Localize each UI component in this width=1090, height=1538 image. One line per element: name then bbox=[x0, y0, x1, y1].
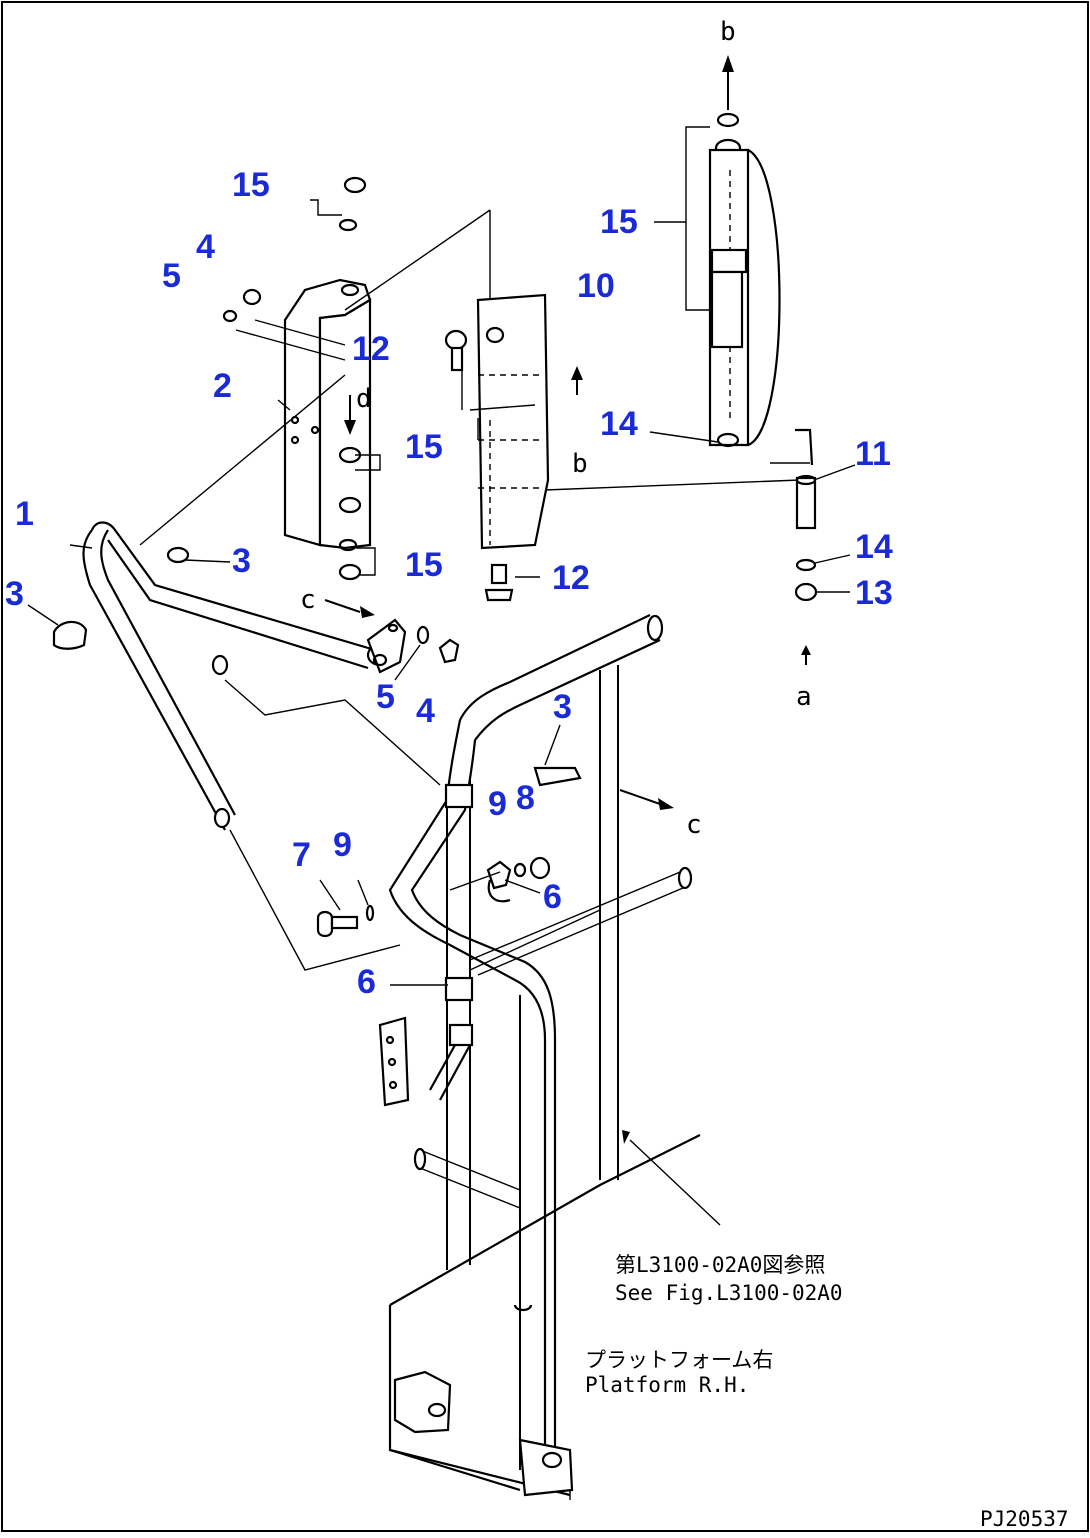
drawing-code: PJ20537 bbox=[980, 1507, 1069, 1531]
callout-3-left: 3 bbox=[5, 575, 24, 613]
ref-c-left: c bbox=[300, 585, 316, 615]
callout-11: 11 bbox=[855, 435, 891, 473]
callout-15-right: 15 bbox=[600, 203, 638, 241]
mirror-assembly bbox=[649, 55, 781, 448]
callout-numbers: 15 4 5 2 12 15 15 1 3 3 5 4 10 15 14 11 … bbox=[5, 166, 893, 1001]
ref-c-right: c bbox=[686, 810, 702, 840]
callout-1: 1 bbox=[15, 495, 34, 533]
callout-12-top: 12 bbox=[352, 330, 390, 368]
callout-6-upper: 6 bbox=[543, 878, 562, 916]
ref-b-top: b bbox=[720, 17, 736, 47]
callout-5-lower: 5 bbox=[376, 678, 395, 716]
callout-10: 10 bbox=[577, 267, 615, 305]
handrail-1 bbox=[27, 521, 460, 971]
fig-ref-en: See Fig.L3100-02A0 bbox=[615, 1281, 843, 1305]
reference-letters: b b d a c c bbox=[300, 17, 812, 840]
callout-14-upper: 14 bbox=[600, 405, 638, 443]
callout-15-lower: 15 bbox=[405, 546, 443, 584]
callout-9-left: 9 bbox=[333, 826, 352, 864]
callout-4-top: 4 bbox=[196, 228, 215, 266]
callout-6-lower: 6 bbox=[357, 963, 376, 1001]
bracket-plate-2 bbox=[139, 176, 491, 581]
platform-jp: プラットフォーム右 bbox=[585, 1348, 773, 1372]
pin-assembly-11 bbox=[770, 428, 856, 665]
ladder-handrail bbox=[316, 614, 721, 1500]
callout-14-lower: 14 bbox=[855, 528, 893, 566]
callout-15-top: 15 bbox=[232, 166, 270, 204]
fig-ref-jp: 第L3100-02A0図参照 bbox=[615, 1253, 825, 1277]
mirror-stay-10 bbox=[444, 293, 801, 602]
callout-9-right: 9 bbox=[488, 785, 507, 823]
callout-12-lower: 12 bbox=[552, 559, 590, 597]
callout-4-lower: 4 bbox=[416, 692, 435, 730]
callout-2: 2 bbox=[213, 367, 232, 405]
platform-en: Platform R.H. bbox=[585, 1373, 749, 1397]
callout-15-mid: 15 bbox=[405, 428, 443, 466]
notes: 第L3100-02A0図参照 See Fig.L3100-02A0 プラットフォ… bbox=[585, 1253, 1069, 1531]
callout-7: 7 bbox=[292, 836, 311, 874]
callout-5-top: 5 bbox=[162, 257, 181, 295]
callout-13: 13 bbox=[855, 574, 893, 612]
callout-8: 8 bbox=[516, 779, 535, 817]
callout-3-right: 3 bbox=[553, 688, 572, 726]
ref-a-bottom: a bbox=[796, 682, 812, 712]
ref-d-top: d bbox=[356, 384, 372, 414]
ref-b-mid: b bbox=[572, 449, 588, 479]
callout-3-upper: 3 bbox=[232, 542, 251, 580]
